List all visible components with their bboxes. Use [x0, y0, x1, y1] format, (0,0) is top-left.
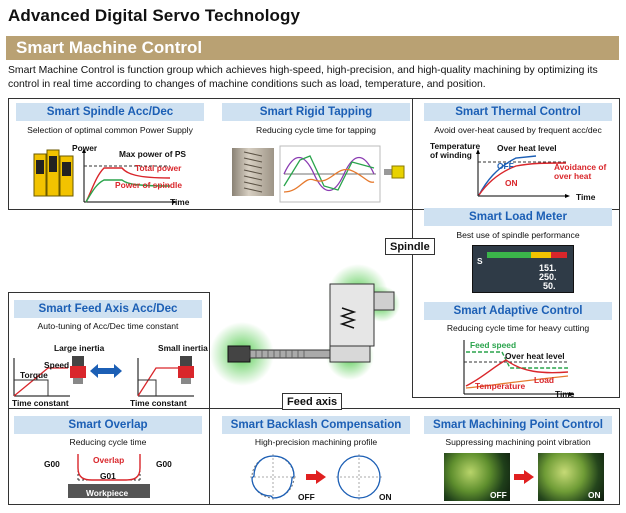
tap-photo	[232, 148, 274, 196]
backlash-on-circle	[336, 454, 382, 500]
machining-point-title: Smart Machining Point Control	[424, 416, 612, 434]
backlash-arrow-icon	[306, 470, 326, 484]
spindle-power-label: Power	[72, 143, 98, 153]
adaptive-time-label: Time	[555, 389, 575, 399]
torque-label: Torque	[20, 370, 48, 380]
thermal-off-label: OFF	[497, 161, 514, 171]
adaptive-graph	[463, 340, 574, 396]
machining-arrow-icon	[514, 470, 534, 484]
overlap-desc: Reducing cycle time	[69, 437, 147, 447]
load-meter-screen: S 151. 250. 50.	[472, 245, 574, 293]
backlash-on-label: ON	[379, 492, 392, 502]
machining-on-image: ON	[538, 453, 604, 501]
backlash-title: Smart Backlash Compensation	[222, 416, 410, 434]
workpiece-label: Workpiece	[86, 488, 129, 498]
direction-arrow-icon	[90, 364, 122, 378]
thermal-on-label: ON	[505, 178, 518, 188]
page-title: Advanced Digital Servo Technology	[8, 6, 301, 25]
tapping-tool-image	[384, 164, 406, 180]
g00-right-label: G00	[156, 459, 172, 469]
load-meter-value-1: 151.	[539, 263, 557, 273]
motor-small-inertia	[178, 356, 194, 384]
adaptive-desc: Reducing cycle time for heavy cutting	[446, 323, 590, 333]
adaptive-title: Smart Adaptive Control	[424, 302, 612, 320]
load-meter-value-2: 250.	[539, 272, 557, 282]
adaptive-load-label: Load	[534, 375, 555, 385]
feed-axis-desc: Auto-tuning of Acc/Dec time constant	[37, 321, 179, 331]
spindle-time-label: Time	[170, 197, 190, 207]
machining-off-image: OFF	[444, 453, 510, 501]
thermal-title: Smart Thermal Control	[424, 103, 612, 121]
adaptive-over-heat-label: Over heat level	[505, 351, 565, 361]
motor-large-inertia	[70, 356, 86, 384]
rigid-tapping-title: Smart Rigid Tapping	[222, 103, 410, 121]
feed-axis-graph-large	[13, 358, 70, 397]
load-meter-s-label: S	[477, 256, 483, 266]
overlap-diagram	[68, 454, 150, 498]
adaptive-temp-label: Temperature	[475, 381, 526, 391]
machine-illustration	[210, 264, 400, 386]
section-banner: Smart Machine Control	[6, 36, 619, 60]
thermal-avoid-label: Avoidance of over heat	[554, 162, 607, 181]
rigid-tapping-desc: Reducing cycle time for tapping	[256, 125, 376, 135]
g01-label: G01	[100, 471, 116, 481]
spindle-acc-title: Smart Spindle Acc/Dec	[16, 103, 204, 121]
backlash-off-circle	[250, 454, 296, 500]
adaptive-feed-label: Feed speed	[470, 340, 517, 350]
load-meter-value-3: 50.	[543, 281, 556, 291]
spindle-tag: Spindle	[385, 238, 435, 255]
thermal-desc: Avoid over-heat caused by frequent acc/d…	[434, 125, 602, 135]
feed-axis-tag: Feed axis	[282, 393, 343, 410]
machining-on-label: ON	[588, 490, 601, 500]
speed-label: Speed	[44, 360, 70, 370]
max-ps-label: Max power of PS	[119, 149, 187, 159]
power-supply-image	[33, 149, 74, 198]
spindle-acc-desc: Selection of optimal common Power Supply	[27, 125, 193, 135]
rigid-tapping-graph	[279, 145, 381, 203]
load-meter-desc: Best use of spindle performance	[456, 230, 580, 240]
backlash-desc: High-precision machining profile	[254, 437, 378, 447]
time-constant-label-2: Time constant	[130, 398, 187, 408]
spindle-power-graph	[82, 148, 177, 204]
machining-off-label: OFF	[490, 490, 507, 500]
thermal-temp-label: Temperature of winding	[430, 141, 481, 160]
overlap-label: Overlap	[93, 455, 125, 465]
total-power-label: Total power	[135, 163, 182, 173]
backlash-off-label: OFF	[298, 492, 315, 502]
overlap-title: Smart Overlap	[14, 416, 202, 434]
large-inertia-label: Large inertia	[54, 343, 105, 353]
thermal-graph	[476, 149, 570, 198]
intro-text: Smart Machine Control is function group …	[8, 65, 598, 90]
time-constant-label-1: Time constant	[12, 398, 69, 408]
machining-point-desc: Suppressing machining point vibration	[445, 437, 591, 447]
load-meter-bar	[487, 252, 567, 258]
g00-left-label: G00	[44, 459, 60, 469]
spindle-power-series-label: Power of spindle	[115, 180, 183, 190]
thermal-over-heat-label: Over heat level	[497, 143, 557, 153]
feed-axis-title: Smart Feed Axis Acc/Dec	[14, 300, 202, 318]
small-inertia-label: Small inertia	[158, 343, 208, 353]
load-meter-title: Smart Load Meter	[424, 208, 612, 226]
thermal-time-label: Time	[576, 192, 596, 202]
